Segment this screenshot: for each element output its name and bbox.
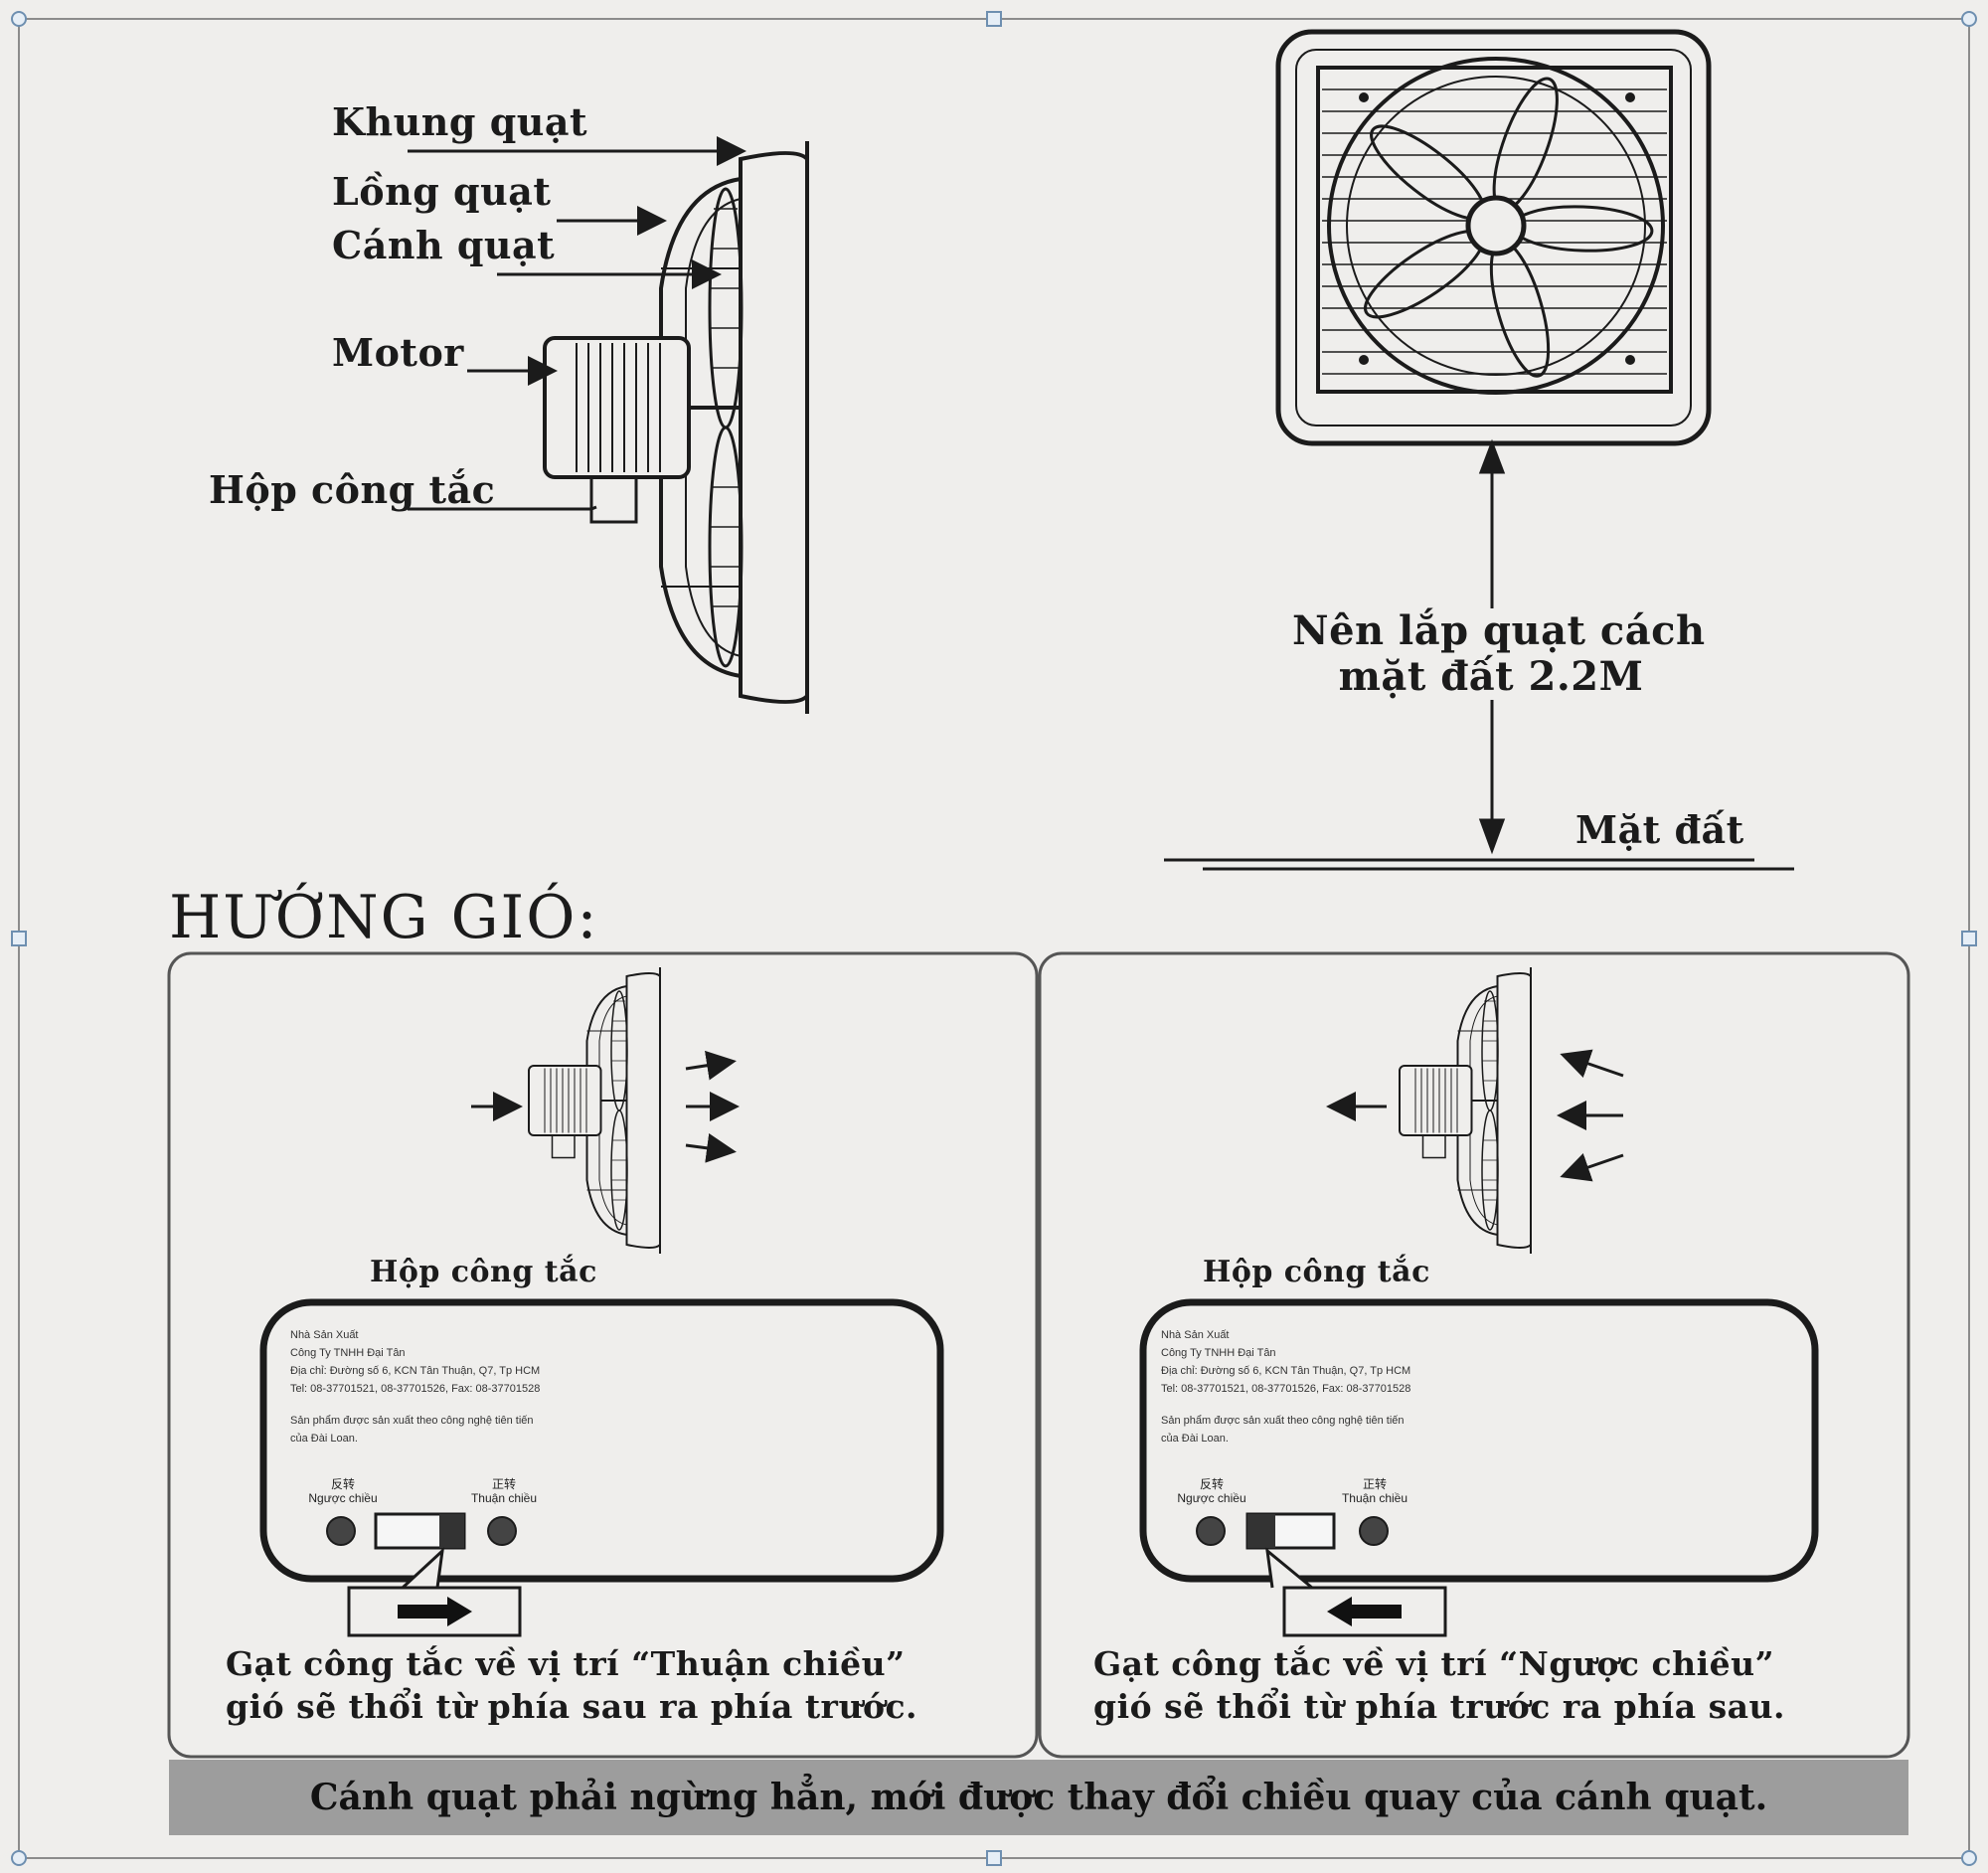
warning-text: Cánh quạt phải ngừng hẳn, mới được thay … xyxy=(309,1777,1768,1818)
caption-reverse: Gạt công tắc về vị trí “Ngược chiều” gió… xyxy=(1093,1644,1786,1726)
install-line-2: mặt đất 2.2M xyxy=(1338,653,1644,700)
resize-handle-bottom-left[interactable] xyxy=(11,1850,27,1866)
ground-line xyxy=(1164,858,1794,871)
resize-handle-top-right[interactable] xyxy=(1961,11,1977,27)
switch-knob xyxy=(439,1514,464,1548)
arrow-left-icon xyxy=(1327,1597,1402,1626)
warning-bar: Cánh quạt phải ngừng hẳn, mới được thay … xyxy=(169,1760,1908,1835)
resize-handle-top-left[interactable] xyxy=(11,11,27,27)
switch-box-forward xyxy=(259,1298,944,1637)
switch-box-reverse xyxy=(1139,1298,1819,1637)
fan-small-reverse xyxy=(1399,966,1532,1255)
fan-side-view xyxy=(408,136,809,716)
resize-handle-bottom-right[interactable] xyxy=(1961,1850,1977,1866)
label-blade: Cánh quạt xyxy=(332,223,556,267)
panel-forward xyxy=(167,951,1039,1759)
product-label-forward: Nhà Sản Xuất Công Ty TNHH Đại Tân Địa ch… xyxy=(290,1329,541,1445)
resize-handle-right[interactable] xyxy=(1961,931,1977,946)
resize-handle-top[interactable] xyxy=(986,11,1002,27)
switch-knob xyxy=(1247,1514,1275,1548)
arrow-right-icon xyxy=(398,1597,472,1626)
label-switch-box: Hộp công tắc xyxy=(209,467,496,512)
label-motor: Motor xyxy=(332,330,464,375)
panel-reverse-switch-label: Hộp công tắc xyxy=(1203,1255,1430,1289)
wind-arrows-forward xyxy=(471,1050,740,1163)
install-note: Nên lắp quạt cách mặt đất 2.2M xyxy=(1292,607,1706,700)
height-arrow xyxy=(1478,438,1506,855)
ground-label: Mặt đất xyxy=(1575,807,1744,852)
fan-small-forward xyxy=(528,966,661,1255)
label-cage: Lồng quạt xyxy=(332,169,552,214)
leader-lines xyxy=(408,136,746,511)
wind-direction-title: HƯỚNG GIÓ: xyxy=(169,883,599,952)
panel-forward-switch-label: Hộp công tắc xyxy=(370,1255,597,1289)
resize-handle-bottom[interactable] xyxy=(986,1850,1002,1866)
install-line-1: Nên lắp quạt cách xyxy=(1292,607,1706,654)
fan-front-view xyxy=(1275,29,1712,446)
caption-forward: Gạt công tắc về vị trí “Thuận chiều” gió… xyxy=(226,1644,918,1726)
product-label-reverse: Nhà Sản Xuất Công Ty TNHH Đại Tân Địa ch… xyxy=(1161,1329,1411,1445)
label-frame: Khung quạt xyxy=(332,99,588,144)
panel-reverse xyxy=(1038,951,1910,1759)
wind-arrows-reverse xyxy=(1326,1049,1624,1182)
resize-handle-left[interactable] xyxy=(11,931,27,946)
